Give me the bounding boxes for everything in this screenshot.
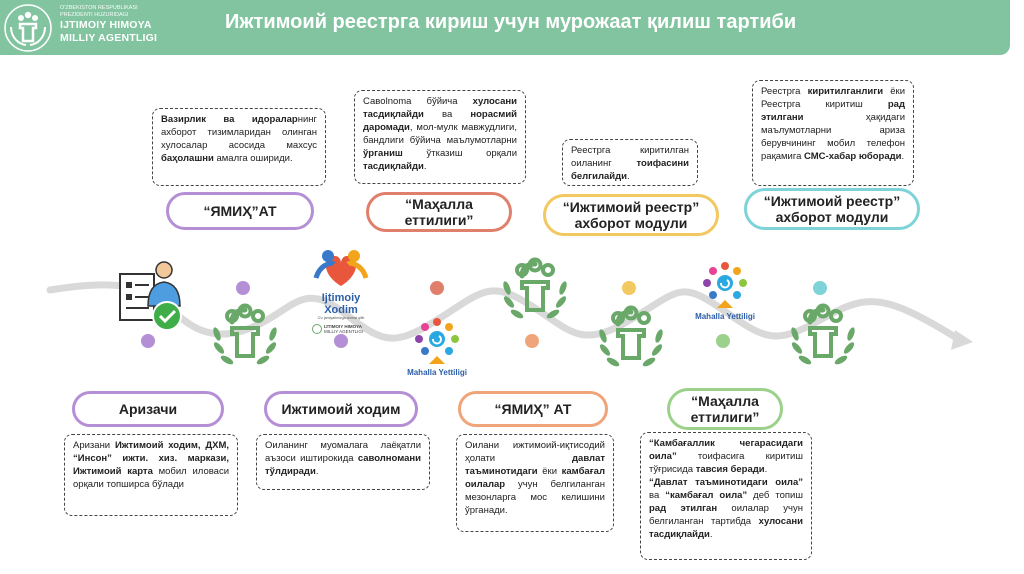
note-bottom-1: Аризани Ижтимоий ходим, ДХМ, “Инсон” ижт… <box>64 434 238 516</box>
pill-social-worker: Ижтимоий ходим <box>264 391 418 427</box>
note-bottom-1-text-0: Аризани <box>73 440 115 451</box>
note-bottom-3-text-3: камбағал оилалар <box>465 466 605 490</box>
note-bottom-3-text-2: ёки <box>537 466 562 477</box>
agency-emblem-icon <box>4 4 52 52</box>
note-top-1-text-2: баҳолашни <box>161 153 214 164</box>
ijtimoiy-xodim-slogan: O'z jamiyatimizga xizmat qilib <box>317 316 365 320</box>
note-top-2-text-3: норасмий даромади <box>363 109 517 133</box>
ijtimoiy-xodim-org-1: IJTIMOIY HIMOYA <box>324 324 363 329</box>
note-bottom-4-text-12: . <box>709 529 713 540</box>
note-bottom-4-text-8: деб топиш <box>747 490 803 501</box>
note-bottom-3: Оилани ижтимоий-иқтисодий ҳолати давлат … <box>456 434 614 532</box>
step-dot <box>236 281 250 295</box>
note-top-4: Реестрга киритилганлиги ёки Реестрга кир… <box>752 80 914 186</box>
note-bottom-3-text-1: давлат таъминотидаги <box>465 453 605 477</box>
note-bottom-2: Оиланинг муомалага лаёқатли аъзоси иштир… <box>256 434 430 490</box>
org-line-3: IJTIMOIY HIMOYA <box>60 19 152 31</box>
mahalla-yettiligi-logo: Mahalla Yettiligi <box>404 314 470 380</box>
step-dot <box>430 281 444 295</box>
pill-registry-module-2: “Ижтимоий реестр” ахборот модули <box>744 188 920 230</box>
note-top-2-text-6: ўтказиш орқали <box>402 148 517 159</box>
mahalla-yettiligi-text: Mahalla Yettiligi <box>695 312 755 321</box>
ijtimoiy-xodim-org-2: MILLIY AGENTLIGI <box>324 329 364 334</box>
pill-mahalla-yettiligi-2: “Маҳалла еттилиги” <box>667 388 783 430</box>
note-bottom-3-text-0: Оилани ижтимоий-иқтисодий ҳолати <box>465 440 605 464</box>
note-top-4-text-5: СМС-хабар юборади <box>804 151 902 162</box>
org-line-2: PREZIDENTI HUZURIDAGI <box>60 12 129 18</box>
note-top-2-text-1: хулосани тасдиқлайди <box>363 96 517 120</box>
ijtimoiy-xodim-text: Ijtimoiy Xodim <box>321 292 361 316</box>
agency-emblem-icon <box>498 254 572 328</box>
note-bottom-2-text-2: . <box>315 466 319 477</box>
note-top-2-text-8: . <box>423 161 427 172</box>
agency-emblem-icon <box>786 300 860 374</box>
mahalla-yettiligi-text: Mahalla Yettiligi <box>407 368 467 377</box>
note-top-4-text-3: рад этилгани <box>761 99 905 123</box>
note-bottom-4-text-11: хулосани тасдиқлайди <box>649 516 803 540</box>
note-bottom-4-text-0: “Камбағаллик чегарасидаги оила” <box>649 438 803 462</box>
agency-name: O'ZBEKISTON RESPUBLIKASI PREZIDENTI HUZU… <box>60 5 157 45</box>
pill-registry-module: “Ижтимоий реестр” ахборот модули <box>543 194 719 236</box>
note-bottom-2-text-0: Оиланинг муомалага лаёқатли аъзоси иштир… <box>265 440 421 464</box>
note-top-3-text-0: Реестрга киритилган оиланинг <box>571 145 689 169</box>
org-line-4: MILLIY AGENTLIGI <box>60 32 158 44</box>
page-title: Ижтимоий реестрга кириш учун мурожаат қи… <box>225 11 797 33</box>
note-top-2-text-2: ва <box>423 109 471 120</box>
pill-yamih-at: “ЯМИҲ”АТ <box>166 192 314 230</box>
note-bottom-4-text-10: оилалар учун белгиланган тартибда <box>649 503 803 527</box>
note-top-4-text-2: ёки Реестрга киритиш <box>761 86 905 110</box>
note-top-4-text-6: . <box>901 151 905 162</box>
note-bottom-1-text-2: мобил иловаси орқали топширса бўлади <box>73 466 230 490</box>
org-line-1: O'ZBEKISTON RESPUBLIKASI <box>60 5 138 11</box>
note-top-2-text-4: , мол-мулк мавжудлиги, бандлиги бўйича м… <box>363 122 517 146</box>
note-top-1-text-0: Вазирлик ва идоралар <box>161 114 298 125</box>
applicant-icon <box>119 261 182 331</box>
note-top-1: Вазирлик ва идораларнинг ахборот тизимла… <box>152 108 326 186</box>
note-top-2-text-7: тасдиқлайди <box>363 161 424 172</box>
step-dot <box>813 281 827 295</box>
step-dot <box>525 334 539 348</box>
note-top-3: Реестрга киритилган оиланинг тоифасини б… <box>562 139 698 186</box>
note-top-2-text-5: ўрганиш <box>363 148 403 159</box>
agency-emblem-icon <box>594 302 668 376</box>
note-top-3-text-1: тоифасини белгилайди <box>571 158 689 182</box>
note-bottom-1-text-1: Ижтимоий ходим, ДХМ, “Инсон” ижти. хиз. … <box>73 440 230 477</box>
pill-mahalla-yettiligi: “Маҳалла еттилиги” <box>366 192 512 232</box>
note-bottom-4-text-2: тавсия беради <box>695 464 765 475</box>
note-top-4-text-4: ҳақидаги маълумотларни ариза берувчининг… <box>761 112 905 162</box>
note-bottom-4-text-5: “Давлат таъминотидаги оила” <box>649 477 803 488</box>
note-bottom-4-text-3: . <box>764 464 768 475</box>
note-bottom-3-text-4: учун белгиланган мезонларга мос келишини… <box>465 479 605 516</box>
note-bottom-4: “Камбағаллик чегарасидаги оила” тоифасиг… <box>640 432 812 560</box>
note-top-1-text-3: амалга ошириди. <box>213 153 293 164</box>
pill-applicant: Аризачи <box>72 391 224 427</box>
step-dot <box>622 281 636 295</box>
note-top-4-text-1: киритилганлиги <box>807 86 884 97</box>
note-bottom-4-text-6: ва <box>649 490 666 501</box>
pill-yamih-at-2: “ЯМИҲ” АТ <box>458 391 608 427</box>
note-bottom-4-text-1: тоифасига киритиш тўғрисида <box>649 451 803 475</box>
note-top-3-text-2: . <box>627 171 630 182</box>
step-dot <box>334 334 348 348</box>
note-top-1-text-1: нинг ахборот тизимларидан олинган хулоса… <box>161 114 317 151</box>
note-bottom-4-text-9: рад этилган <box>649 503 718 514</box>
ijtimoiy-xodim-logo: Ijtimoiy Xodim O'z jamiyatimizga xizmat … <box>306 246 376 334</box>
note-top-2: Савolnoma бўйича хулосани тасдиқлайди ва… <box>354 90 526 184</box>
note-bottom-4-text-7: “камбағал оила” <box>665 490 748 501</box>
agency-emblem-icon <box>208 300 282 374</box>
step-dot <box>716 334 730 348</box>
note-top-2-text-0: Савolnoma бўйича <box>363 96 473 107</box>
mahalla-yettiligi-logo: Mahalla Yettiligi <box>692 258 758 324</box>
check-icon <box>158 309 177 324</box>
header-bar: O'ZBEKISTON RESPUBLIKASI PREZIDENTI HUZU… <box>0 0 1010 55</box>
note-bottom-2-text-1: саволномани тўлдиради <box>265 453 421 477</box>
step-dot <box>141 334 155 348</box>
note-top-4-text-0: Реестрга <box>761 86 808 97</box>
